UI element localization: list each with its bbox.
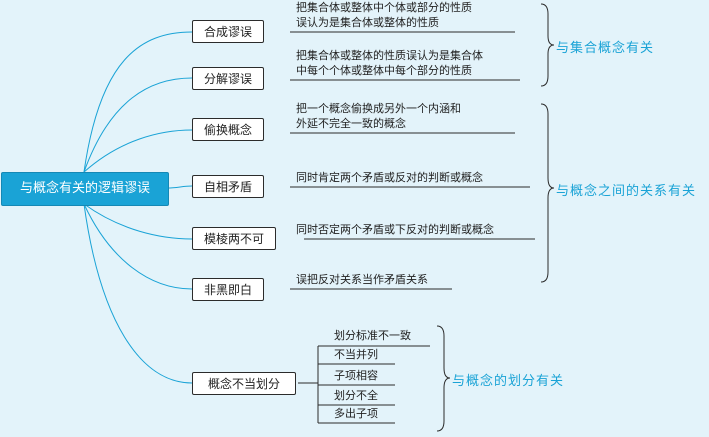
desc-double-negation: 同时否定两个矛盾或下反对的判断或概念 xyxy=(296,222,494,237)
connector-5 xyxy=(83,203,193,240)
group-label-set: 与集合概念有关 xyxy=(556,41,655,56)
node-double-negation[interactable]: 模棱两不可 xyxy=(192,227,276,250)
desc-equivocation: 把一个概念偷换成另外一个内涵和 外延不完全一致的概念 xyxy=(296,101,461,131)
root-node[interactable]: 与概念有关的逻辑谬误 xyxy=(1,172,169,206)
group-label-between: 与概念之间的关系有关 xyxy=(556,184,697,199)
division-error-5: 多出子项 xyxy=(334,407,378,420)
node-equivocation[interactable]: 偷换概念 xyxy=(192,118,264,141)
desc-line: 把一个概念偷换成另外一个内涵和 xyxy=(296,102,461,115)
connector-3 xyxy=(83,129,193,173)
division-error-3: 子项相容 xyxy=(334,369,378,382)
division-error-2: 不当并列 xyxy=(334,348,378,361)
desc-line: 把集合体或整体的性质误认为是集合体 xyxy=(296,49,483,62)
node-black-and-white[interactable]: 非黑即白 xyxy=(192,278,264,301)
desc-line: 中每个个体或整体中每个部分的性质 xyxy=(296,64,472,77)
desc-line: 同时肯定两个矛盾或反对的判断或概念 xyxy=(296,171,483,184)
connector-1 xyxy=(83,31,193,173)
connector-6 xyxy=(83,203,193,290)
desc-black-and-white: 误把反对关系当作矛盾关系 xyxy=(296,272,428,287)
connector-4 xyxy=(166,185,193,189)
desc-line: 误认为是集合体或整体的性质 xyxy=(296,16,439,29)
desc-line: 同时否定两个矛盾或下反对的判断或概念 xyxy=(296,223,494,236)
desc-self-contradiction: 同时肯定两个矛盾或反对的判断或概念 xyxy=(296,170,483,185)
desc-line: 误把反对关系当作矛盾关系 xyxy=(296,273,428,286)
node-self-contradiction[interactable]: 自相矛盾 xyxy=(192,175,264,198)
desc-line: 把集合体或整体中个体或部分的性质 xyxy=(296,1,472,14)
desc-composition: 把集合体或整体中个体或部分的性质 误认为是集合体或整体的性质 xyxy=(296,0,472,30)
group-label-division: 与概念的划分有关 xyxy=(452,374,565,389)
connector-2 xyxy=(83,77,193,173)
node-improper-division[interactable]: 概念不当划分 xyxy=(192,372,296,395)
desc-line: 外延不完全一致的概念 xyxy=(296,117,406,130)
division-error-4: 划分不全 xyxy=(334,389,378,402)
desc-division: 把集合体或整体的性质误认为是集合体 中每个个体或整体中每个部分的性质 xyxy=(296,48,483,78)
node-division-fallacy[interactable]: 分解谬误 xyxy=(192,67,264,90)
connector-7 xyxy=(83,203,193,384)
division-error-1: 划分标准不一致 xyxy=(334,329,411,342)
node-composition-fallacy[interactable]: 合成谬误 xyxy=(192,20,264,43)
